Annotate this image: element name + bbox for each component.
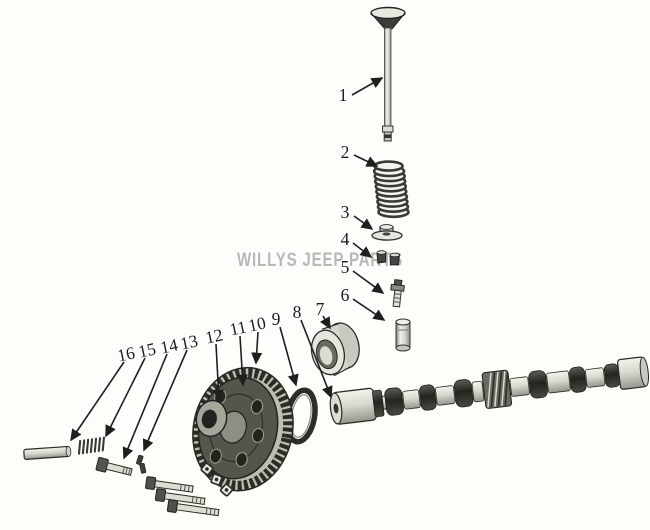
part-adjusting-screw (390, 279, 405, 308)
callout-arrows (70, 77, 386, 460)
callout-arrow-2 (353, 154, 379, 167)
callout-label-14: 14 (158, 334, 180, 357)
part-mounting-bolts (145, 476, 220, 517)
part-valve (370, 6, 406, 142)
callout-label-4: 4 (341, 229, 350, 249)
callout-arrow-8 (300, 319, 333, 399)
callout-label-10: 10 (246, 312, 268, 335)
part-camshaft (329, 356, 649, 425)
callout-labels: 1 2 3 4 5 6 7 8 9 10 11 12 13 14 15 16 (115, 85, 349, 366)
callout-arrow-10 (251, 331, 263, 365)
callout-arrow-3 (353, 215, 374, 230)
callout-arrow-12 (212, 343, 225, 402)
callout-arrow-13 (142, 349, 188, 452)
part-valve-locks (376, 250, 401, 266)
callout-label-3: 3 (341, 202, 350, 222)
part-camshaft-drive-gear (481, 369, 513, 409)
part-lock-clip (136, 454, 147, 474)
callout-label-11: 11 (228, 316, 249, 339)
callout-label-2: 2 (341, 142, 350, 162)
callout-label-16: 16 (115, 342, 137, 365)
part-camshaft-bushing (310, 322, 360, 377)
callout-arrow-4 (352, 242, 373, 258)
callout-arrow-16 (70, 361, 125, 442)
callout-label-1: 1 (339, 85, 348, 105)
callout-label-8: 8 (293, 302, 302, 322)
part-tappet (395, 318, 411, 352)
part-lock-plates (200, 462, 234, 497)
part-valve-spring (372, 160, 410, 219)
callout-label-13: 13 (178, 330, 200, 353)
part-lock-screw (95, 457, 133, 476)
callout-arrow-14 (122, 353, 168, 460)
callout-label-15: 15 (136, 338, 158, 361)
callout-arrow-6 (352, 298, 386, 321)
part-timing-sprocket-chain (192, 366, 294, 492)
callout-arrow-7 (319, 315, 331, 330)
callout-label-7: 7 (316, 299, 325, 319)
callout-arrow-5 (352, 270, 385, 294)
part-thrust-pin (23, 445, 72, 460)
callout-label-9: 9 (272, 309, 281, 329)
callout-label-6: 6 (341, 285, 350, 305)
callout-label-12: 12 (203, 324, 224, 347)
callout-label-5: 5 (341, 257, 350, 277)
callout-arrow-11 (236, 335, 248, 387)
callout-arrow-9 (279, 326, 299, 387)
callout-arrow-1 (351, 77, 384, 96)
part-plunger-spring (77, 436, 106, 455)
part-spring-retainer (371, 224, 403, 241)
callout-arrow-15 (105, 357, 146, 438)
